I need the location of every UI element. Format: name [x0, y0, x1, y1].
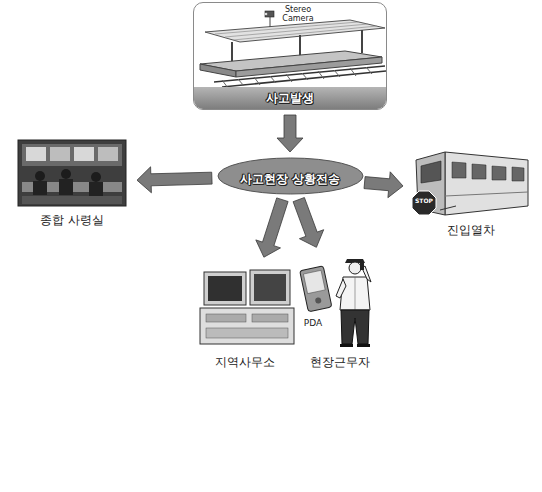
ellipse-text: 사고현장 상황전송 [240, 171, 340, 187]
node-caption: 지역사무소 [215, 354, 275, 370]
control-room-picture [18, 140, 126, 206]
office-node: 지역사무소 [192, 262, 298, 370]
block-arrow [293, 198, 324, 248]
caption-holder: 종합 사령실 [12, 209, 132, 228]
block-arrow [277, 115, 303, 152]
transmit-ellipse: 사고현장 상황전송 [217, 157, 364, 195]
caption-holder: 현장근무자 [298, 351, 382, 370]
panel-title: 사고발생 [200, 90, 380, 106]
ellipse-text-holder: 사고현장 상황전송 [217, 168, 364, 187]
monitor-picture [200, 270, 294, 344]
train-picture [412, 152, 528, 215]
caption-holder: 지역사무소 [192, 351, 298, 370]
staff-node: 현장근무자 [298, 252, 382, 370]
control-room-node: 종합 사령실 [12, 136, 132, 228]
node-caption: 종합 사령실 [40, 212, 104, 228]
device-label: PDA [298, 318, 328, 328]
train-node: 진입열차 [408, 146, 534, 238]
block-arrow [137, 167, 212, 193]
block-arrow [364, 172, 403, 198]
pda-staff-picture [300, 259, 371, 347]
caption-holder: 진입열차 [408, 219, 534, 238]
ellipse-outline [218, 158, 363, 194]
sign-text: STOP [412, 198, 436, 205]
node-caption: 현장근무자 [310, 354, 370, 370]
title-band: 사고발생 [194, 87, 386, 109]
camera-label: Stereo Camera [277, 5, 319, 23]
block-arrow [256, 198, 288, 257]
node-caption: 진입열차 [447, 222, 495, 238]
